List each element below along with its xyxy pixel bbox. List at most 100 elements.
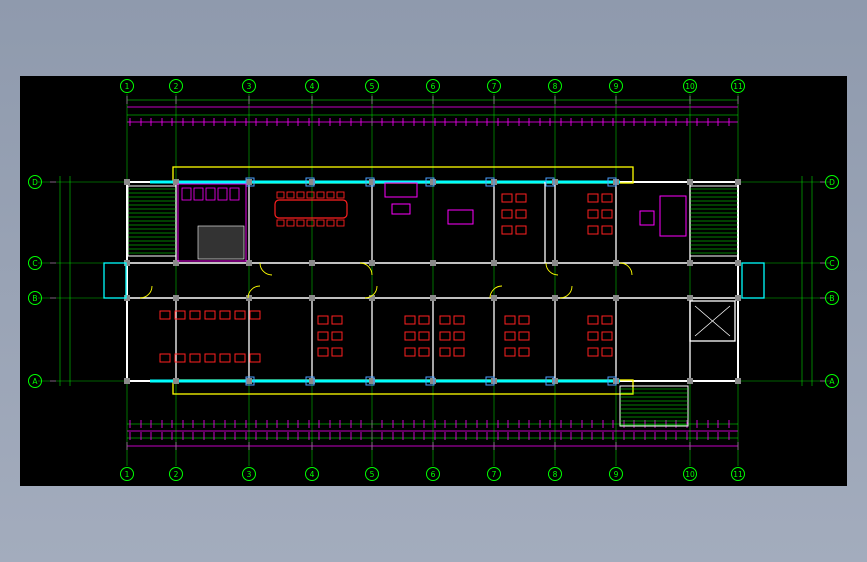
- structural-column: [552, 295, 558, 301]
- grid-bubble-icon: [487, 79, 501, 93]
- chair: [316, 219, 325, 227]
- structural-column: [124, 179, 130, 185]
- chair: [306, 219, 315, 227]
- workstation: [204, 310, 216, 320]
- door-swing-icon: [139, 285, 153, 299]
- structural-column: [735, 378, 741, 384]
- grid-bubble-icon: [305, 79, 319, 93]
- chair: [336, 219, 345, 227]
- workstation: [249, 353, 261, 363]
- structural-column: [246, 378, 252, 384]
- workstation: [587, 193, 599, 203]
- sofa: [659, 195, 687, 237]
- grid-bubble-icon: [28, 256, 42, 270]
- walls: [103, 166, 765, 427]
- grid-bubble-label: 1: [125, 470, 130, 479]
- grid-bubble-label: B: [32, 294, 37, 303]
- window-marker: [485, 376, 495, 386]
- grid-bubble-icon: [609, 467, 623, 481]
- structural-column: [369, 260, 375, 266]
- conference-table: [274, 199, 348, 219]
- grid-bubble-icon: [825, 374, 839, 388]
- workstation: [189, 353, 201, 363]
- structural-column: [369, 295, 375, 301]
- bay-window: [103, 262, 127, 299]
- window-marker: [305, 376, 315, 386]
- workstation: [159, 353, 171, 363]
- grid-bubble-icon: [242, 79, 256, 93]
- workstation: [501, 209, 513, 219]
- structural-column: [124, 295, 130, 301]
- workstation: [234, 310, 246, 320]
- grid-bubble-label: D: [32, 178, 38, 187]
- elevator-icon: [689, 300, 736, 342]
- axis-grid: [38, 94, 830, 466]
- workstation: [331, 315, 343, 325]
- chair: [306, 191, 315, 199]
- workstation: [587, 347, 599, 357]
- grid-bubble-icon: [365, 467, 379, 481]
- structural-column: [430, 260, 436, 266]
- toilet-fixture: [217, 187, 228, 201]
- workstation: [439, 315, 451, 325]
- window-marker: [245, 376, 255, 386]
- door-swing-icon: [489, 285, 503, 299]
- workstation: [418, 315, 430, 325]
- structural-column: [735, 295, 741, 301]
- bay-window: [741, 262, 765, 299]
- workstation: [587, 315, 599, 325]
- workstation: [515, 209, 527, 219]
- window-marker: [425, 376, 435, 386]
- workstation: [453, 315, 465, 325]
- grid-bubble-icon: [169, 467, 183, 481]
- door-swing-icon: [559, 285, 573, 299]
- chair: [316, 191, 325, 199]
- grid-bubble-icon: [825, 291, 839, 305]
- workstation: [601, 209, 613, 219]
- grid-bubble-icon: [120, 79, 134, 93]
- structural-column: [687, 260, 693, 266]
- workstation: [504, 315, 516, 325]
- grid-bubble-label: 3: [247, 82, 252, 91]
- grid-bubble-label: 4: [310, 82, 315, 91]
- structural-column: [491, 260, 497, 266]
- grid-bubble-icon: [305, 467, 319, 481]
- chair: [296, 219, 305, 227]
- grid-bubble-label: 6: [431, 470, 436, 479]
- structural-column: [687, 179, 693, 185]
- grid-bubble-icon: [825, 256, 839, 270]
- structural-column: [369, 378, 375, 384]
- door-swing-icon: [545, 262, 559, 276]
- workstation: [587, 331, 599, 341]
- workstation: [518, 347, 530, 357]
- window-marker: [485, 177, 495, 187]
- window-marker: [365, 177, 375, 187]
- structural-column: [369, 179, 375, 185]
- workstation: [174, 310, 186, 320]
- structural-column: [552, 260, 558, 266]
- grid-bubble-icon: [683, 79, 697, 93]
- workstation: [601, 225, 613, 235]
- toilet-fixture: [229, 187, 240, 201]
- grid-bubble-label: 7: [492, 82, 497, 91]
- structural-column: [309, 378, 315, 384]
- workstation: [587, 209, 599, 219]
- chair: [286, 219, 295, 227]
- structural-column: [246, 295, 252, 301]
- workstation: [234, 353, 246, 363]
- structural-column: [246, 260, 252, 266]
- chair: [276, 191, 285, 199]
- grid-bubble-icon: [731, 467, 745, 481]
- structural-column: [687, 295, 693, 301]
- workstation: [174, 353, 186, 363]
- grid-bubble-label: C: [829, 259, 834, 268]
- workstation: [601, 315, 613, 325]
- toilet-fixture: [181, 187, 192, 201]
- sofa: [384, 182, 418, 198]
- workstation: [518, 315, 530, 325]
- door-swing-icon: [259, 262, 273, 276]
- workstation: [317, 331, 329, 341]
